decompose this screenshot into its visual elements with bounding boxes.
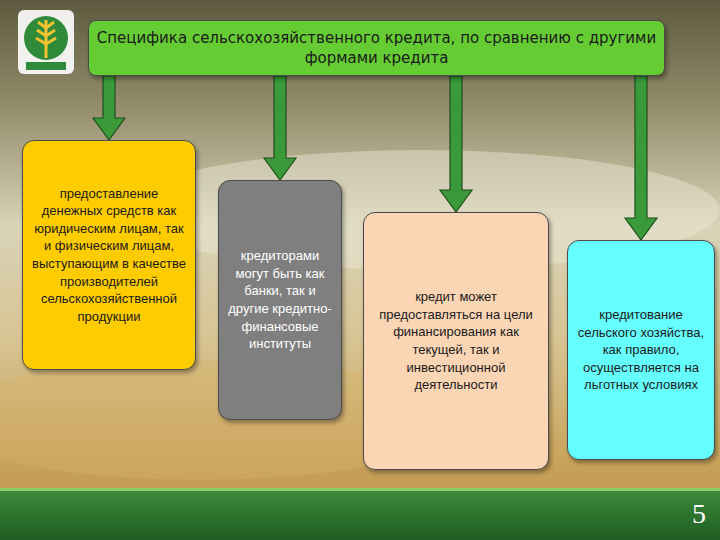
text-stack: кредитование сельского хозяйства, как пр… bbox=[576, 306, 706, 394]
text-stack: кредиторами могут быть как банки, так и … bbox=[225, 247, 335, 352]
title-text: Специфика сельскохозяйственного кредита,… bbox=[95, 28, 658, 69]
block-arrow bbox=[440, 76, 472, 212]
block-arrow bbox=[264, 76, 296, 180]
feature-box: кредит может предоставляться на цели фин… bbox=[363, 212, 549, 470]
bank-logo bbox=[18, 10, 74, 74]
block-arrow bbox=[625, 76, 657, 240]
box-text: кредитование сельского хозяйства, как пр… bbox=[576, 306, 706, 394]
feature-box: предоставление денежных средств как юрид… bbox=[22, 140, 196, 370]
box-text: кредиторами могут быть как банки, так и … bbox=[225, 247, 335, 352]
page-number: 5 bbox=[692, 500, 706, 528]
text-stack: предоставление денежных средств как юрид… bbox=[29, 185, 189, 325]
title-box: Специфика сельскохозяйственного кредита,… bbox=[88, 20, 665, 76]
feature-box: кредитование сельского хозяйства, как пр… bbox=[567, 240, 715, 460]
feature-box: кредиторами могут быть как банки, так и … bbox=[218, 180, 342, 420]
box-text: предоставление денежных средств как юрид… bbox=[29, 185, 189, 325]
box-text: кредит может предоставляться на цели фин… bbox=[372, 288, 540, 393]
text-stack: кредит может предоставляться на цели фин… bbox=[372, 288, 540, 393]
text-stack: Специфика сельскохозяйственного кредита,… bbox=[95, 28, 658, 69]
block-arrow bbox=[93, 76, 125, 140]
